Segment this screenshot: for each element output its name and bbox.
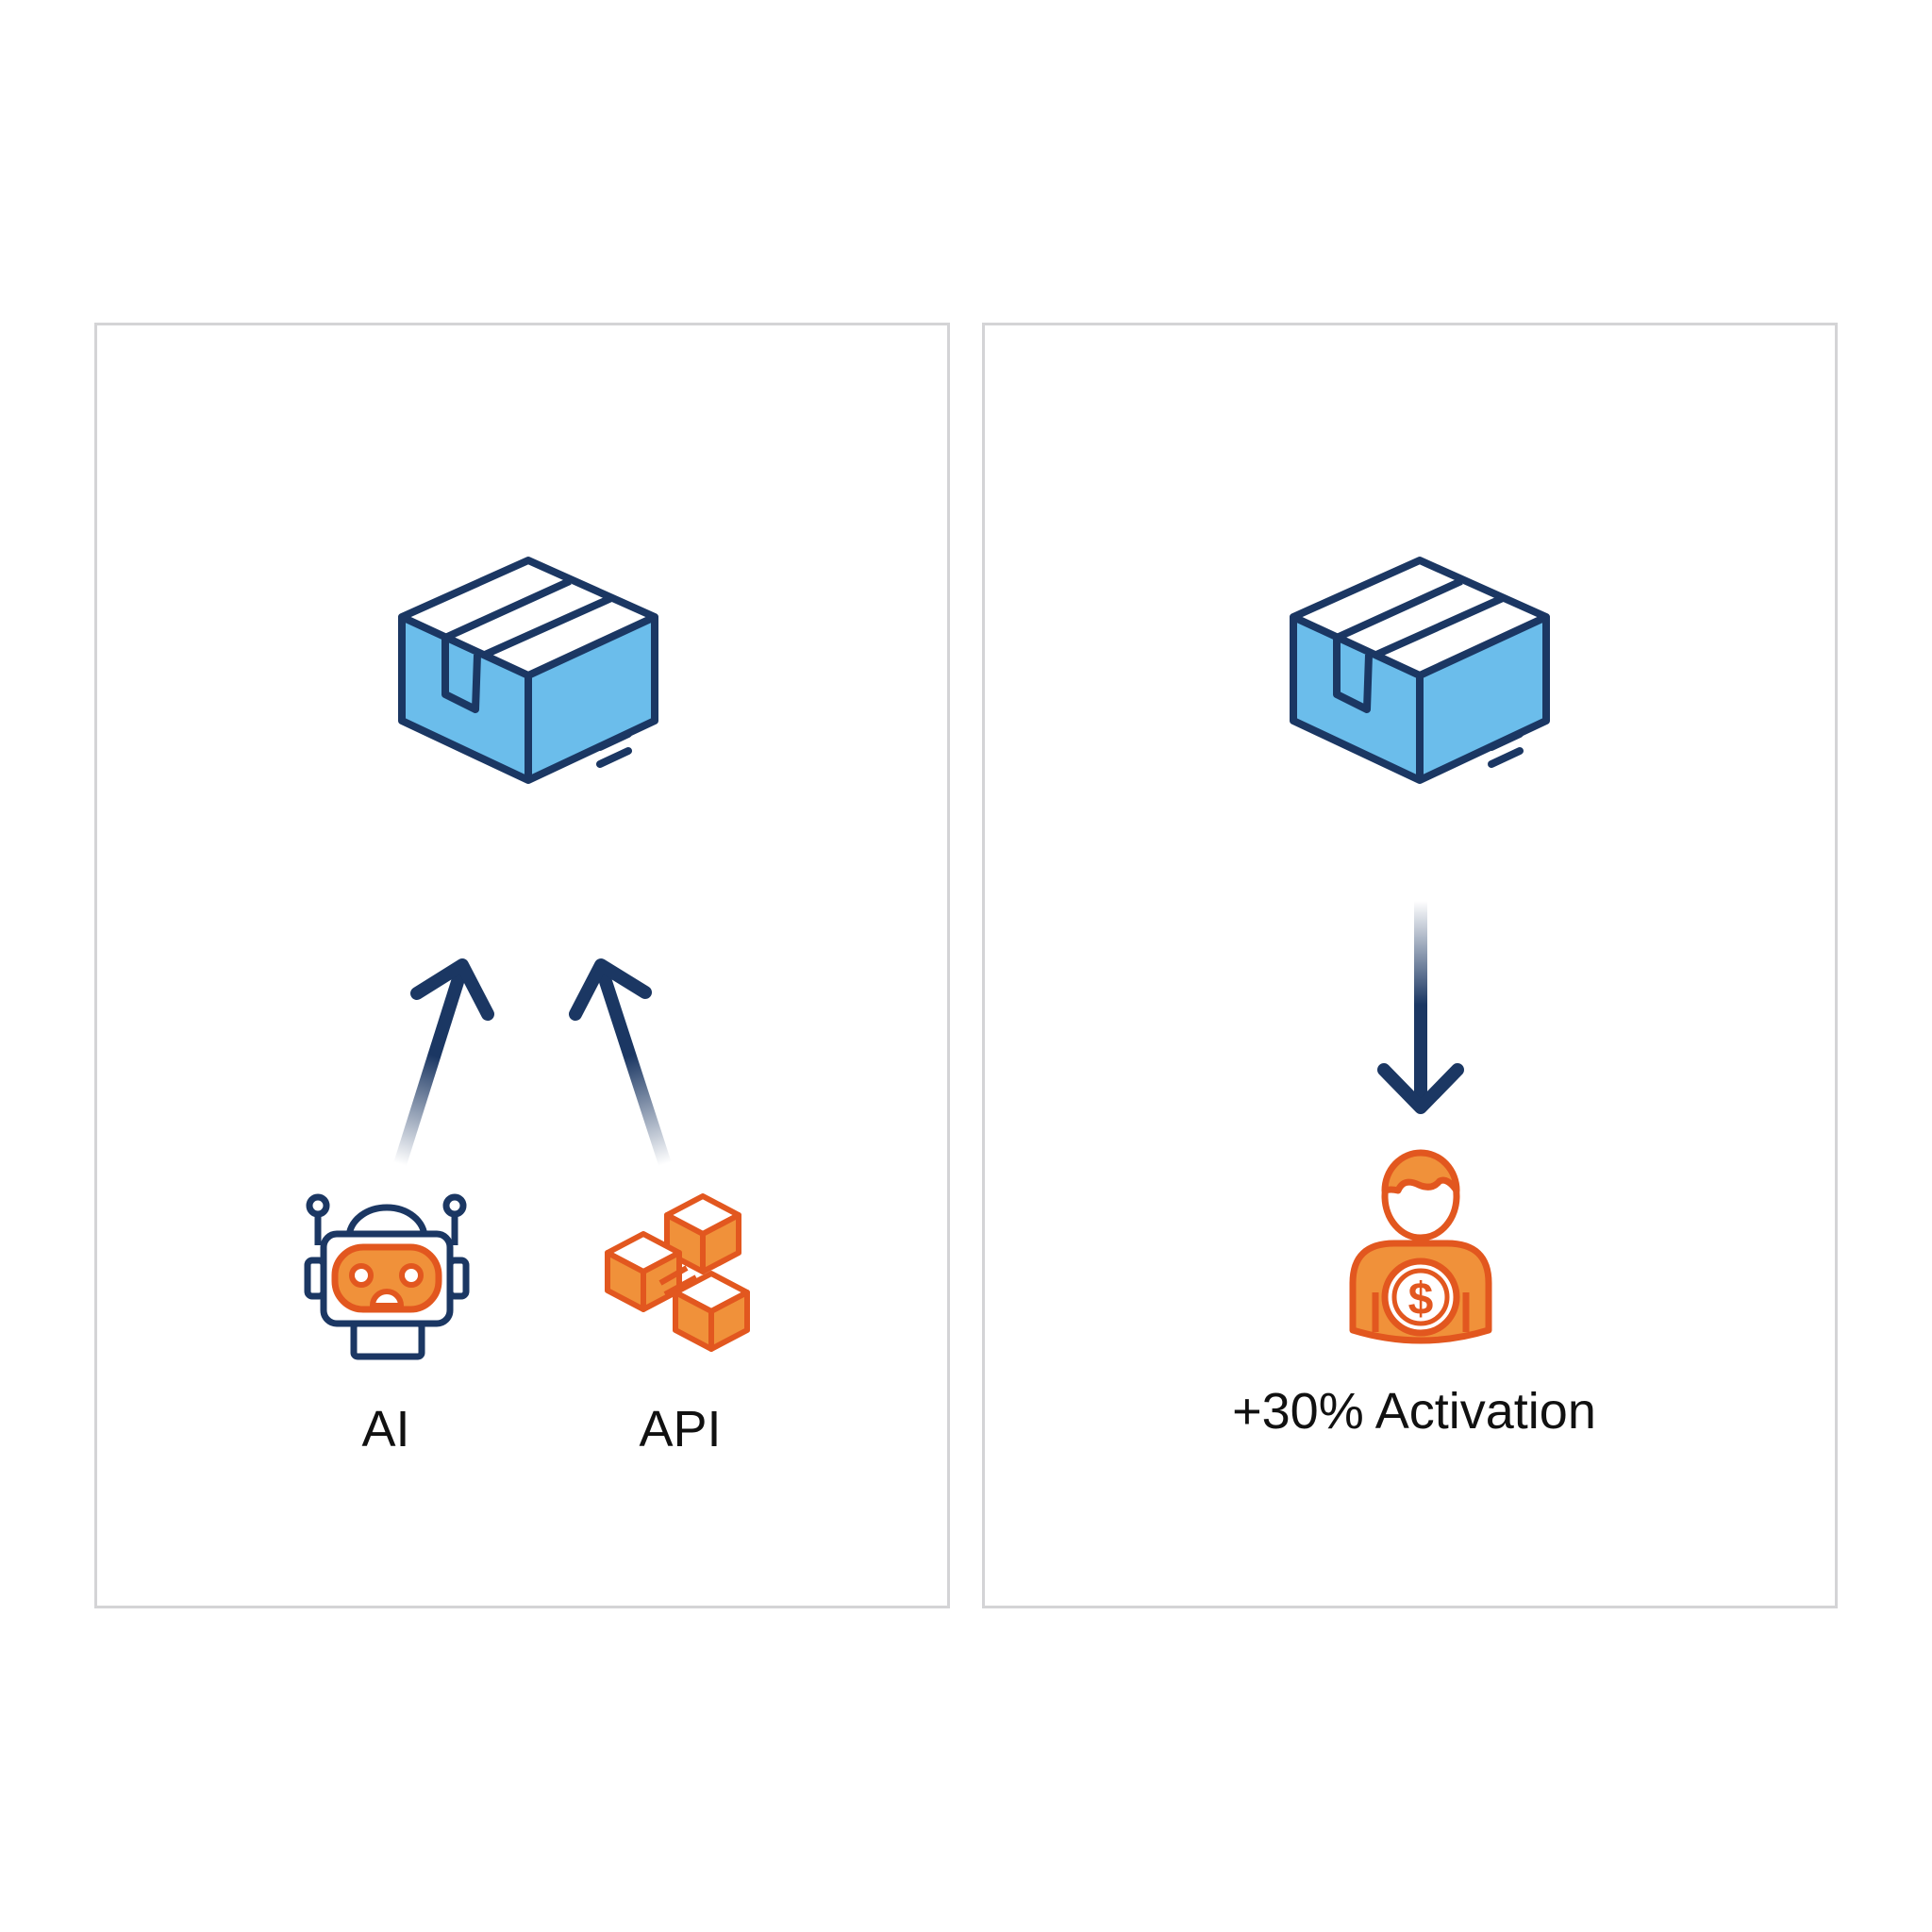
- ai-label: AI: [361, 1401, 410, 1457]
- arrow-up-icon: [393, 958, 494, 1171]
- api-label: API: [639, 1401, 722, 1457]
- arrow-down-icon: [1377, 894, 1464, 1114]
- left-panel: [94, 323, 950, 1608]
- right-panel: [982, 323, 1838, 1608]
- api-blocks-icon: [605, 1193, 750, 1352]
- activation-metric-label: +30% Activation: [1232, 1383, 1596, 1440]
- paying-user-icon: $: [1349, 1149, 1492, 1344]
- package-box-icon: [402, 560, 655, 780]
- svg-text:$: $: [1408, 1274, 1434, 1324]
- robot-ai-icon: [304, 1193, 470, 1360]
- package-box-icon: [1293, 560, 1546, 780]
- arrow-up-icon: [569, 958, 672, 1171]
